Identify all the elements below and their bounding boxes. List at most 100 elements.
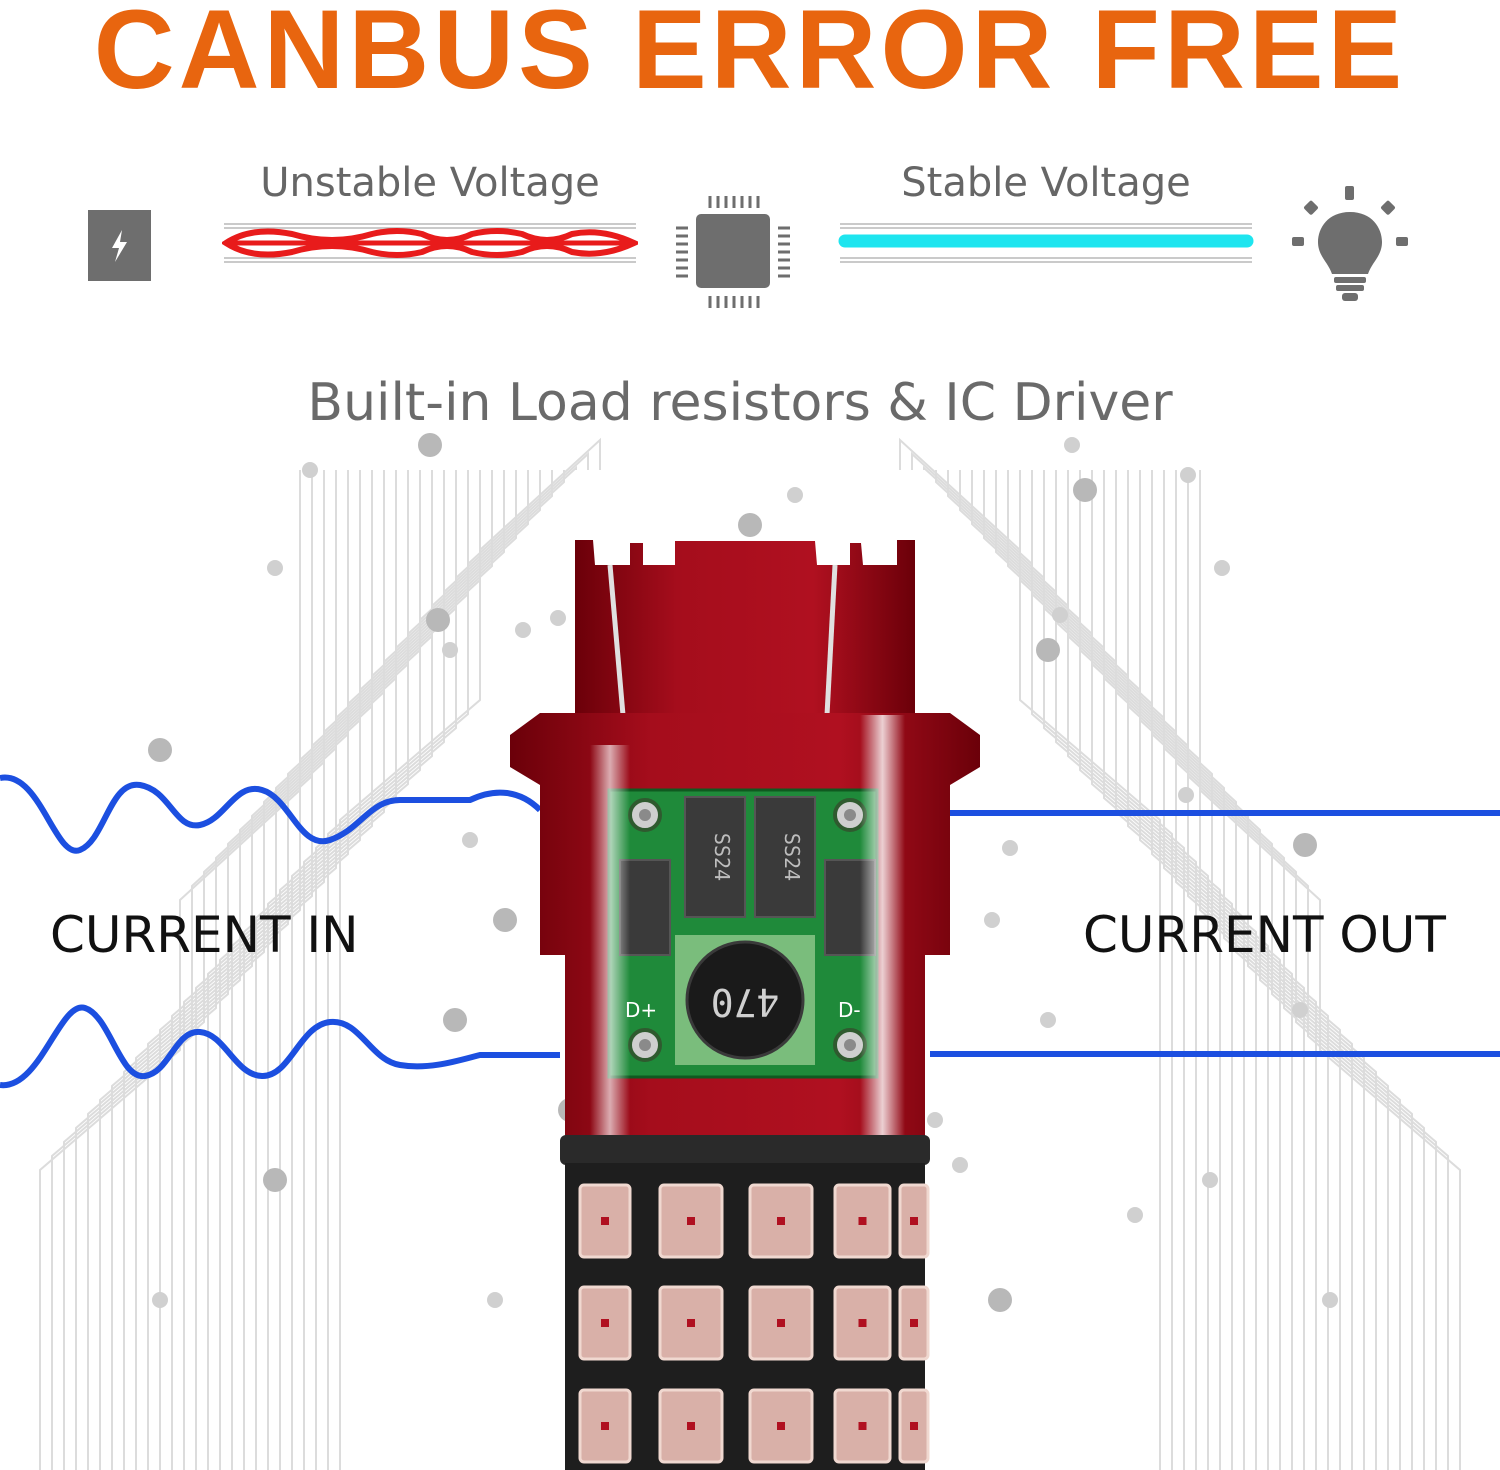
circuit-trace <box>983 470 1245 1470</box>
circuit-trace <box>1139 470 1401 1470</box>
circuit-dot <box>263 1168 287 1192</box>
circuit-dot <box>927 1112 943 1128</box>
bulb-connector <box>575 540 915 715</box>
inductor-marking: 470 <box>711 980 780 1024</box>
circuit-dot <box>152 1292 168 1308</box>
circuit-dot <box>442 642 458 658</box>
pad-label-left: D+ <box>625 998 657 1022</box>
led-die <box>687 1319 695 1327</box>
unstable-voltage-wave <box>222 223 638 263</box>
circuit-dot <box>738 513 762 537</box>
circuit-trace <box>1079 470 1341 1470</box>
circuit-trace <box>1007 470 1269 1470</box>
led-bulb: SS24 SS24 470 D+ D- <box>510 540 980 1470</box>
circuit-dot <box>988 1288 1012 1312</box>
circuit-dot <box>1202 1172 1218 1188</box>
circuit-dot <box>1036 638 1060 662</box>
led-die <box>601 1319 609 1327</box>
circuit-trace <box>123 470 385 1470</box>
circuit-trace <box>63 470 325 1470</box>
circuit-trace <box>1019 470 1281 1470</box>
led-die <box>777 1422 785 1430</box>
circuit-dot <box>1073 478 1097 502</box>
circuit-dot <box>302 462 318 478</box>
circuit-trace <box>935 470 1197 1470</box>
circuit-trace <box>327 451 589 1470</box>
light-bulb-icon <box>1292 186 1408 301</box>
circuit-dot <box>443 1008 467 1032</box>
circuit-trace <box>171 470 433 1470</box>
circuit-trace <box>279 470 541 1470</box>
circuit-trace <box>195 470 457 1470</box>
circuit-dot <box>1052 607 1068 623</box>
circuit-trace <box>183 470 445 1470</box>
led-die <box>777 1217 785 1225</box>
stable-voltage-line <box>838 223 1254 263</box>
led-die <box>910 1319 918 1327</box>
circuit-dot <box>1178 787 1194 803</box>
circuit-trace <box>911 451 1173 1470</box>
circuit-dot <box>1127 1207 1143 1223</box>
circuit-trace <box>159 470 421 1470</box>
circuit-trace <box>947 470 1209 1470</box>
led-die <box>601 1422 609 1430</box>
circuit-dot <box>1064 437 1080 453</box>
circuit-dot <box>1214 560 1230 576</box>
current-out-lines <box>930 810 1500 1057</box>
circuit-trace <box>959 470 1221 1470</box>
diode-marking-2: SS24 <box>780 833 804 881</box>
circuit-trace <box>1163 470 1425 1470</box>
circuit-trace <box>207 470 469 1470</box>
led-die <box>858 1217 867 1225</box>
circuit-trace <box>1067 470 1329 1470</box>
circuit-trace <box>1199 470 1461 1470</box>
pad-label-right: D- <box>838 998 861 1022</box>
circuit-dot <box>984 912 1000 928</box>
led-die <box>687 1422 695 1430</box>
circuit-trace <box>1127 470 1389 1470</box>
circuit-trace <box>75 470 337 1470</box>
led-die <box>687 1217 695 1225</box>
circuit-dot <box>487 1292 503 1308</box>
current-in-waves <box>0 774 560 1089</box>
circuit-trace <box>51 470 313 1470</box>
circuit-dot <box>462 832 478 848</box>
circuit-trace <box>231 470 493 1470</box>
circuit-trace <box>1187 470 1449 1470</box>
circuit-dot <box>515 622 531 638</box>
circuit-dot <box>1040 1012 1056 1028</box>
ic-chip-icon <box>676 196 790 308</box>
current-in-label: CURRENT IN <box>50 906 359 964</box>
circuit-dot <box>426 608 450 632</box>
circuit-dot <box>1292 1002 1308 1018</box>
headline: CANBUS ERROR FREE <box>93 0 1407 112</box>
circuit-trace <box>111 470 373 1470</box>
unstable-voltage-label: Unstable Voltage <box>260 160 600 206</box>
subtitle: Built-in Load resistors & IC Driver <box>307 373 1173 433</box>
circuit-dot <box>787 487 803 503</box>
circuit-trace <box>291 470 553 1470</box>
circuit-trace <box>303 470 565 1470</box>
circuit-trace <box>1055 470 1317 1470</box>
diode-marking-1: SS24 <box>710 833 734 881</box>
circuit-trace <box>1043 470 1305 1470</box>
circuit-trace <box>39 470 301 1470</box>
circuit-dot <box>493 908 517 932</box>
circuit-trace <box>899 437 1161 1470</box>
circuit-trace <box>255 470 517 1470</box>
circuit-dot <box>267 560 283 576</box>
circuit-dot <box>1322 1292 1338 1308</box>
circuit-dot <box>418 433 442 457</box>
circuit-trace <box>971 470 1233 1470</box>
led-die <box>777 1319 785 1327</box>
circuit-dot <box>952 1157 968 1173</box>
led-die <box>858 1422 867 1430</box>
led-die <box>601 1217 609 1225</box>
circuit-dot <box>1180 467 1196 483</box>
circuit-trace <box>267 470 529 1470</box>
driver-pcb <box>607 788 879 1079</box>
circuit-trace <box>1103 470 1365 1470</box>
circuit-trace <box>243 470 505 1470</box>
led-array <box>578 1183 930 1464</box>
